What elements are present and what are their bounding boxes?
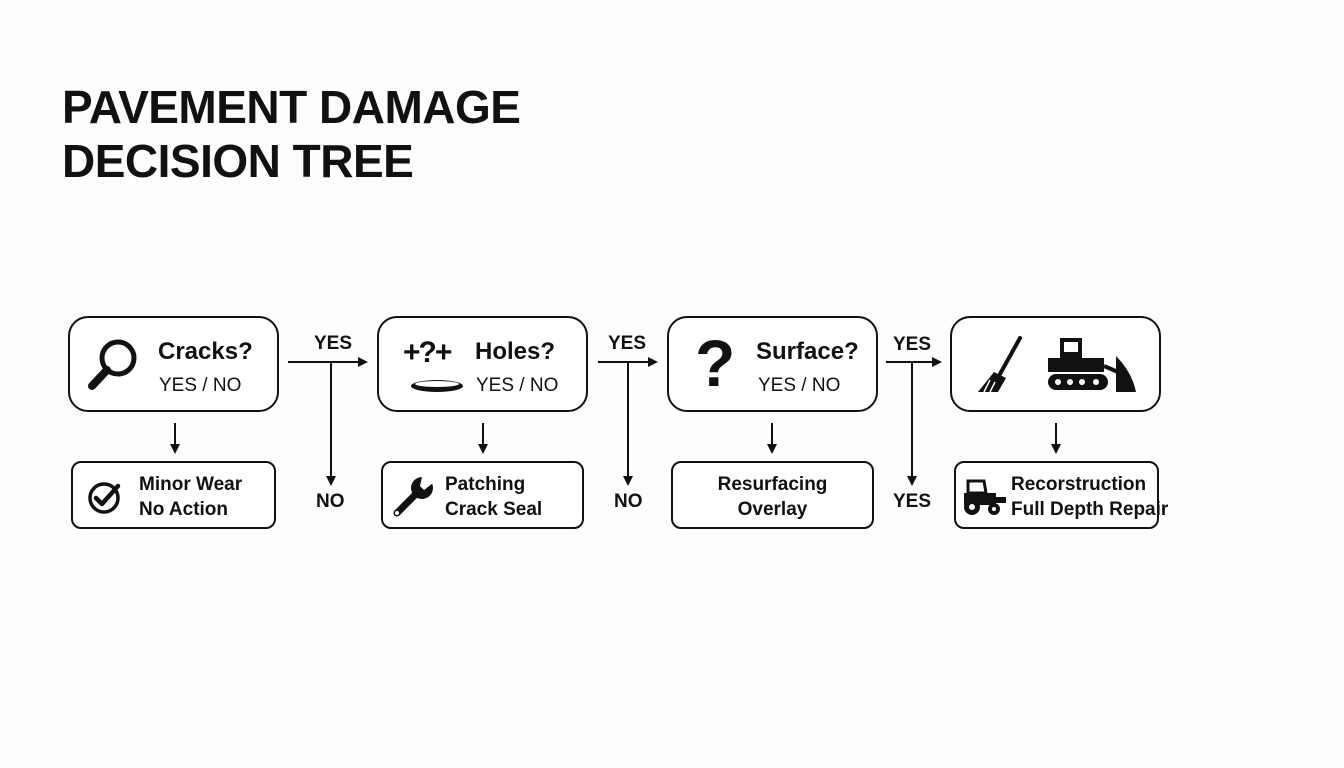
decision-node-cracks: Cracks? YES / NO: [68, 316, 279, 412]
edge-label-branch-3: YES: [893, 491, 932, 512]
wrench-icon: [393, 477, 433, 517]
result-text: Patching Crack Seal: [445, 472, 542, 522]
edge-label-yes-2: YES: [608, 333, 647, 354]
result-line-1: Recorstruction: [1011, 474, 1147, 495]
node-question: Holes?: [475, 338, 556, 365]
title-line-2: DECISION TREE: [62, 135, 414, 187]
hole-ellipse-icon: [411, 380, 463, 392]
node-question: Cracks?: [158, 338, 253, 365]
equipment-node: [950, 316, 1161, 412]
result-line-1: Minor Wear: [139, 474, 243, 495]
question-mark-icon: ?: [695, 326, 736, 400]
result-node-patching: Patching Crack Seal: [381, 461, 584, 529]
edge-label-branch-1: NO: [316, 491, 345, 512]
node-options: YES / NO: [159, 375, 242, 396]
result-text: Recorstruction Full Depth Repair: [1011, 472, 1168, 522]
result-node-resurfacing: Resurfacing Overlay: [671, 461, 874, 529]
roller-vehicle-icon: [964, 479, 1006, 515]
checkmark-icon: [88, 482, 121, 514]
result-node-minor-wear: Minor Wear No Action: [71, 461, 276, 529]
result-text: Minor Wear No Action: [139, 472, 242, 522]
decision-node-holes: +?+ Holes? YES / NO: [377, 316, 588, 412]
edge-label-yes-1: YES: [314, 333, 353, 354]
result-line-2: No Action: [139, 499, 229, 520]
result-line-1: Patching: [445, 474, 526, 495]
node-options: YES / NO: [758, 375, 841, 396]
diagram-title: PAVEMENT DAMAGE DECISION TREE: [62, 80, 521, 188]
result-text: Resurfacing Overlay: [673, 472, 872, 522]
result-line-2: Full Depth Repair: [1011, 499, 1169, 520]
decision-node-surface: ? Surface? YES / NO: [667, 316, 878, 412]
pothole-icon: +?+: [403, 336, 452, 369]
result-line-2: Crack Seal: [445, 499, 543, 520]
title-line-1: PAVEMENT DAMAGE: [62, 81, 521, 133]
result-node-reconstruction: Recorstruction Full Depth Repair: [954, 461, 1168, 529]
broom-icon: [978, 336, 1022, 393]
edge-label-yes-3: YES: [893, 334, 932, 355]
bulldozer-icon: [1048, 338, 1136, 392]
node-question: Surface?: [756, 338, 859, 365]
result-line-2: Overlay: [737, 499, 808, 520]
magnifier-icon: [88, 339, 137, 390]
result-line-1: Resurfacing: [717, 474, 828, 495]
edge-label-branch-2: NO: [614, 491, 643, 512]
node-options: YES / NO: [476, 375, 559, 396]
